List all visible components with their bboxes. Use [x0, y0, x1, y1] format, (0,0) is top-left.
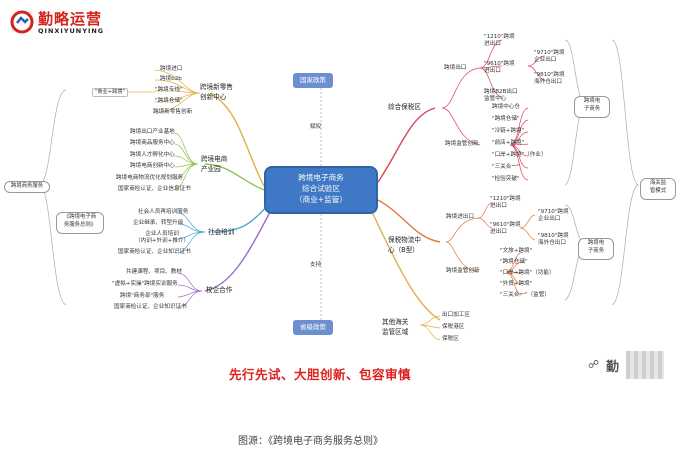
social-title: 社会培训: [208, 228, 235, 236]
bonded-export-sub: "9710"跨境 企业出口: [538, 209, 569, 222]
zone-regulate-item: "跨境仓储": [492, 116, 520, 122]
park-title-2: 产业园: [201, 165, 221, 173]
slogan: 先行先试、大胆创新、包容审慎: [229, 367, 412, 382]
park-item: 跨境出口产业基地: [130, 129, 175, 135]
bonded-export-sub: "9810"跨境 海外仓出口: [538, 233, 569, 246]
bonded-regulate-item: "口岸+跨境"（功能）: [500, 270, 555, 276]
zone-regulate-item: "冷链+跨境": [492, 128, 525, 134]
zone-export-item: 跨境B2B出口 监管中心: [484, 89, 518, 102]
watermark-text: 勤: [606, 360, 620, 375]
watermark-blur: [626, 351, 664, 379]
right-side-label-ecommerce: 跨境电 子商务: [574, 96, 610, 118]
coop-title: 校企合作: [206, 286, 233, 294]
left-side-label-service: 跨境商务服务: [4, 181, 50, 193]
bonded-regulate-title: 跨境监管创新: [446, 268, 480, 274]
zone-export-title: 跨境出口: [444, 65, 467, 71]
center-line1: 跨境电子商务: [298, 173, 344, 182]
zone-regulate-item: "口岸+跨境"（作业）: [492, 152, 547, 158]
park-item: 国家商检认证、企业信息证书: [118, 186, 191, 192]
bonded-title-1: 保税物流中: [388, 236, 421, 244]
wechat-icon: ☍: [588, 358, 600, 371]
bonded-regulate-item: "跨境仓储": [500, 259, 528, 265]
brand-name: 勤略运营: [38, 10, 103, 28]
zone-regulate-item: 跨境中心仓: [492, 104, 520, 110]
bonded-regulate-item: "三关合一"（监管）: [500, 292, 550, 298]
watermark: ☍ 勤: [588, 351, 678, 381]
retail-group-label: "商业+跨境": [92, 88, 128, 97]
coop-item: 共建课程、项目、教材: [126, 269, 182, 275]
other-item: 保税港区: [442, 324, 465, 330]
center-node: 跨境电子商务 综合试验区 （商业+监管）: [264, 166, 378, 214]
zone-export-sub: "9710"跨境 企业出口: [534, 50, 565, 63]
bonded-title-2: 心（B型）: [388, 246, 419, 254]
brand-sub: QINXIYUNYING: [38, 27, 105, 35]
zone-regulate-item: "三关合一": [492, 164, 520, 170]
bonded-export-item: "1210"跨境 进出口: [490, 196, 521, 209]
left-side-label-standard: 《跨境电子商 务服务总则》: [56, 212, 104, 234]
coop-item: 国家商检认证、企业知识证书: [114, 304, 187, 310]
retail-item: 跨境新零售创新: [153, 109, 193, 115]
bonded-regulate-item: "文旅+跨境": [500, 248, 533, 254]
coop-item: "虚拟+实操"跨境实训服务: [112, 281, 178, 287]
retail-item: 跨境b2b: [160, 76, 182, 82]
retail-item: "跨境专线": [155, 87, 183, 93]
zone-title: 综合保税区: [388, 103, 421, 111]
other-item: 出口加工区: [442, 312, 470, 318]
zone-regulate-title: 跨境监管创新: [445, 141, 479, 147]
center-line3: （商业+监管）: [295, 195, 347, 204]
other-title-1: 其他海关: [382, 318, 409, 326]
park-title-1: 跨境电商: [201, 155, 228, 163]
retail-item: 跨境进口: [160, 66, 183, 72]
social-item: 国家商检认证、企业知识证书: [118, 249, 191, 255]
right-side-label-ecommerce-2: 跨境电 子商务: [578, 238, 614, 260]
park-item: 跨境电商物流优化规划服务: [116, 175, 184, 181]
top-arrow-label: 赋权: [310, 124, 322, 130]
park-item: 跨境人才孵化中心: [130, 152, 175, 158]
social-item: 企业继承、转型升级: [133, 220, 184, 226]
social-item: 社会人员再培训服务: [138, 209, 189, 215]
top-policy-pill: 国家政策: [293, 73, 333, 88]
coop-item: 跨境"商务部"服务: [120, 293, 165, 299]
zone-regulate-item: "检验突破": [492, 176, 520, 182]
park-item: 跨境电商创新中心: [130, 163, 175, 169]
zone-regulate-item: "前店+跨境": [492, 140, 525, 146]
brand-mark-icon: [10, 10, 34, 34]
zone-export-sub: "9810"跨境 海外仓出口: [534, 72, 565, 85]
bonded-export-title: 跨境进出口: [446, 214, 474, 220]
bottom-policy-pill: 省级政策: [293, 320, 333, 335]
other-title-2: 监管区域: [382, 328, 409, 336]
center-line2: 综合试验区: [302, 184, 340, 193]
right-side-label-customs: 海关监 管模式: [640, 178, 676, 200]
brand-logo: 勤略运营 QINXIYUNYING: [10, 8, 150, 42]
retail-item: "跨境仓储": [155, 98, 183, 104]
social-item: 企业人员培训 （内训+外训+推介）: [135, 231, 190, 244]
zone-export-item: "1210"跨境 进出口: [484, 34, 515, 47]
retail-title-1: 跨境新零售: [200, 83, 233, 91]
zone-export-item: "9610"跨境 进出口: [484, 61, 515, 74]
park-item: 跨境商品服务中心: [130, 140, 175, 146]
other-item: 保税区: [442, 336, 459, 342]
retail-title-2: 创新中心: [200, 93, 227, 101]
bottom-arrow-label: 支持: [310, 262, 322, 268]
bonded-regulate-item: "外贸+跨境": [500, 281, 533, 287]
bonded-export-item: "9610"跨境 进出口: [490, 222, 521, 235]
image-caption: 图源：《跨境电子商务服务总则》: [238, 436, 383, 447]
